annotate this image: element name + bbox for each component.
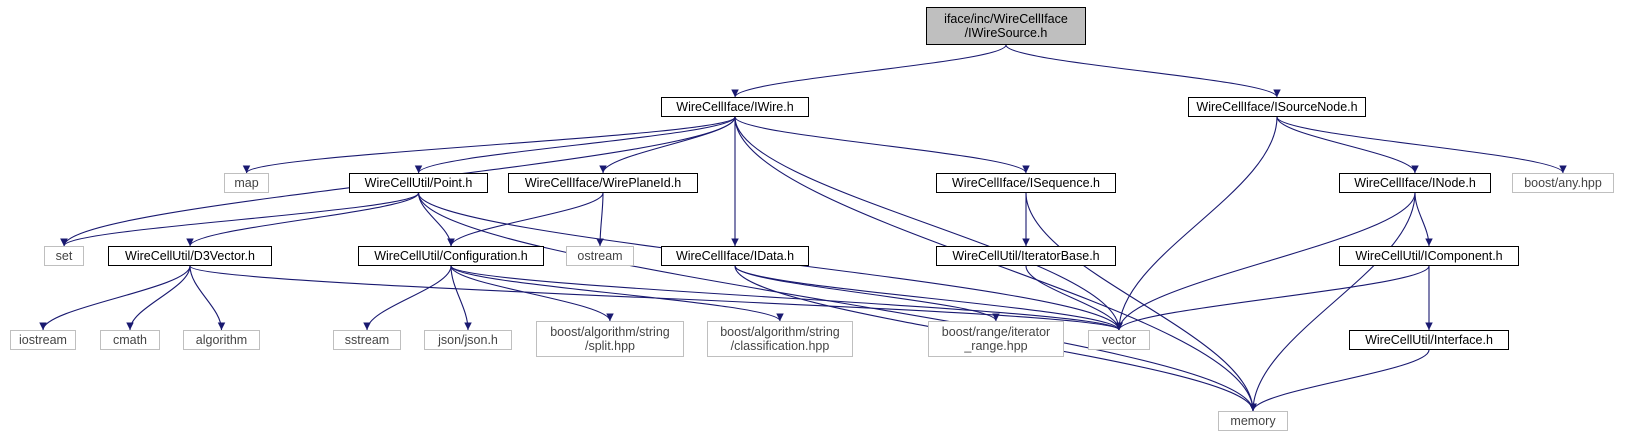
edge-root-to-iwire — [731, 44, 1007, 98]
edge-d3vector-to-algorithm — [189, 265, 226, 331]
node-interface[interactable]: WireCellUtil/Interface.h — [1349, 330, 1509, 350]
edge-configuration-to-sstream — [363, 265, 452, 331]
edge-iwire-to-isequence — [734, 116, 1030, 174]
node-boost-classification: boost/algorithm/string /classification.h… — [707, 321, 853, 357]
node-algorithm: algorithm — [183, 330, 260, 350]
edge-configuration-to-split — [450, 265, 614, 322]
edge-idata-to-iterrange — [734, 265, 1000, 322]
edge-configuration-to-vector — [450, 265, 1123, 331]
edge-isequence-to-memory — [1025, 192, 1257, 412]
edge-wireplaneid-to-ostream — [596, 192, 604, 247]
node-iteratorbase[interactable]: WireCellUtil/IteratorBase.h — [936, 246, 1116, 266]
node-sstream: sstream — [333, 330, 401, 350]
edge-iwire-to-point — [414, 116, 736, 174]
edge-d3vector-to-iostream — [39, 265, 191, 331]
node-json: json/json.h — [424, 330, 512, 350]
edge-isourcenode-to-boostany — [1276, 116, 1567, 174]
node-root: iface/inc/WireCellIface /IWireSource.h — [926, 7, 1086, 45]
node-isequence[interactable]: WireCellIface/ISequence.h — [936, 173, 1116, 193]
edge-point-to-memory — [417, 192, 1257, 412]
edge-inode-to-vector — [1115, 192, 1416, 331]
node-ostream: ostream — [566, 246, 634, 266]
edge-isourcenode-to-inode — [1276, 116, 1419, 174]
edge-icomponent-to-vector — [1115, 265, 1430, 331]
edge-d3vector-to-cmath — [126, 265, 191, 331]
node-memory: memory — [1218, 411, 1288, 431]
node-d3vector[interactable]: WireCellUtil/D3Vector.h — [108, 246, 272, 266]
edge-configuration-to-classification — [450, 265, 784, 322]
node-vector: vector — [1088, 330, 1150, 350]
edge-iwire-to-vector — [734, 116, 1123, 331]
edge-wireplaneid-to-configuration — [447, 192, 604, 247]
edge-inode-to-memory — [1249, 192, 1416, 412]
node-boost-split: boost/algorithm/string /split.hpp — [536, 321, 684, 357]
edge-point-to-d3vector — [186, 192, 420, 247]
edge-iwire-to-wireplaneid — [599, 116, 736, 174]
edge-inode-to-icomponent — [1414, 192, 1433, 247]
node-iostream: iostream — [10, 330, 76, 350]
node-inode[interactable]: WireCellIface/INode.h — [1339, 173, 1491, 193]
node-wireplaneid[interactable]: WireCellIface/WirePlaneId.h — [508, 173, 698, 193]
edge-iwire-to-map — [242, 116, 736, 174]
node-boost-iterator-range: boost/range/iterator _range.hpp — [928, 321, 1064, 357]
edge-configuration-to-json — [450, 265, 472, 331]
node-boost-any: boost/any.hpp — [1512, 173, 1614, 193]
edge-point-to-set — [60, 192, 420, 247]
node-iwire[interactable]: WireCellIface/IWire.h — [661, 97, 809, 117]
node-point[interactable]: WireCellUtil/Point.h — [349, 173, 488, 193]
edge-point-to-configuration — [417, 192, 455, 247]
node-configuration[interactable]: WireCellUtil/Configuration.h — [358, 246, 544, 266]
node-set: set — [44, 246, 84, 266]
edge-interface-to-memory — [1249, 349, 1430, 412]
node-cmath: cmath — [100, 330, 160, 350]
node-isourcenode[interactable]: WireCellIface/ISourceNode.h — [1188, 97, 1366, 117]
node-idata[interactable]: WireCellIface/IData.h — [661, 246, 809, 266]
edge-root-to-isourcenode — [1005, 44, 1281, 98]
edge-isourcenode-to-vector — [1115, 116, 1278, 331]
node-icomponent[interactable]: WireCellUtil/IComponent.h — [1339, 246, 1519, 266]
node-map: map — [224, 173, 269, 193]
